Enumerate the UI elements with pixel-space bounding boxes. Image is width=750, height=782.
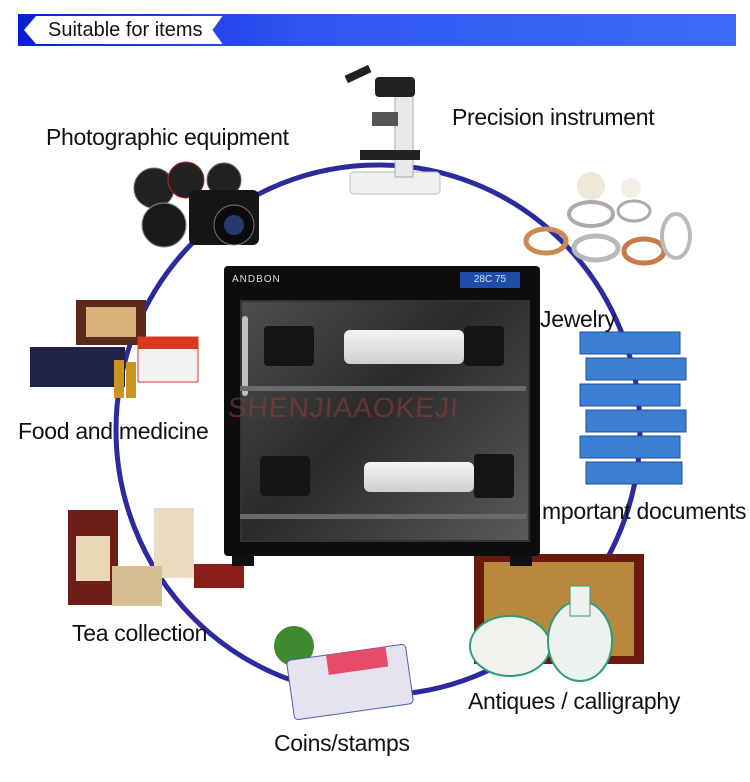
cabinet-handle xyxy=(242,316,248,396)
label-coins-stamps: Coins/stamps xyxy=(274,730,410,756)
header-title: Suitable for items xyxy=(24,16,223,44)
label-antiques-calligraphy: Antiques / calligraphy xyxy=(468,688,681,714)
food-medicine-image xyxy=(30,300,199,398)
dry-cabinet: ANDBON 28C 75 xyxy=(224,266,540,566)
microscope-image xyxy=(344,64,441,195)
tea-image xyxy=(68,508,244,606)
cabinet-display: 28C 75 xyxy=(460,272,520,288)
stamps-image xyxy=(274,626,414,721)
camera-image xyxy=(133,161,259,248)
cabinet-shelf-top xyxy=(240,386,526,391)
camera-body-4 xyxy=(474,454,514,498)
label-jewelry: Jewelry xyxy=(540,306,616,332)
camera-body-1 xyxy=(264,326,314,366)
tele-lens-1 xyxy=(344,330,464,364)
binders-image xyxy=(579,331,687,485)
camera-body-3 xyxy=(260,456,310,496)
cabinet-foot-right xyxy=(510,556,532,566)
cabinet-brand: ANDBON xyxy=(232,274,281,285)
camera-body-2 xyxy=(464,326,504,366)
label-important-documents: mportant documents xyxy=(542,498,747,524)
label-precision-instrument: Precision instrument xyxy=(452,104,655,130)
label-tea-collection: Tea collection xyxy=(72,620,208,646)
cabinet-foot-left xyxy=(232,556,254,566)
antiques-image xyxy=(469,554,644,682)
watermark: SHENJIAAOKEJI xyxy=(226,392,460,423)
tele-lens-2 xyxy=(364,462,474,492)
cabinet-shelf-bottom xyxy=(240,514,526,519)
label-photographic-equipment: Photographic equipment xyxy=(46,124,289,150)
label-food-and-medicine: Food and medicine xyxy=(18,418,209,444)
jewelry-image xyxy=(523,172,692,266)
